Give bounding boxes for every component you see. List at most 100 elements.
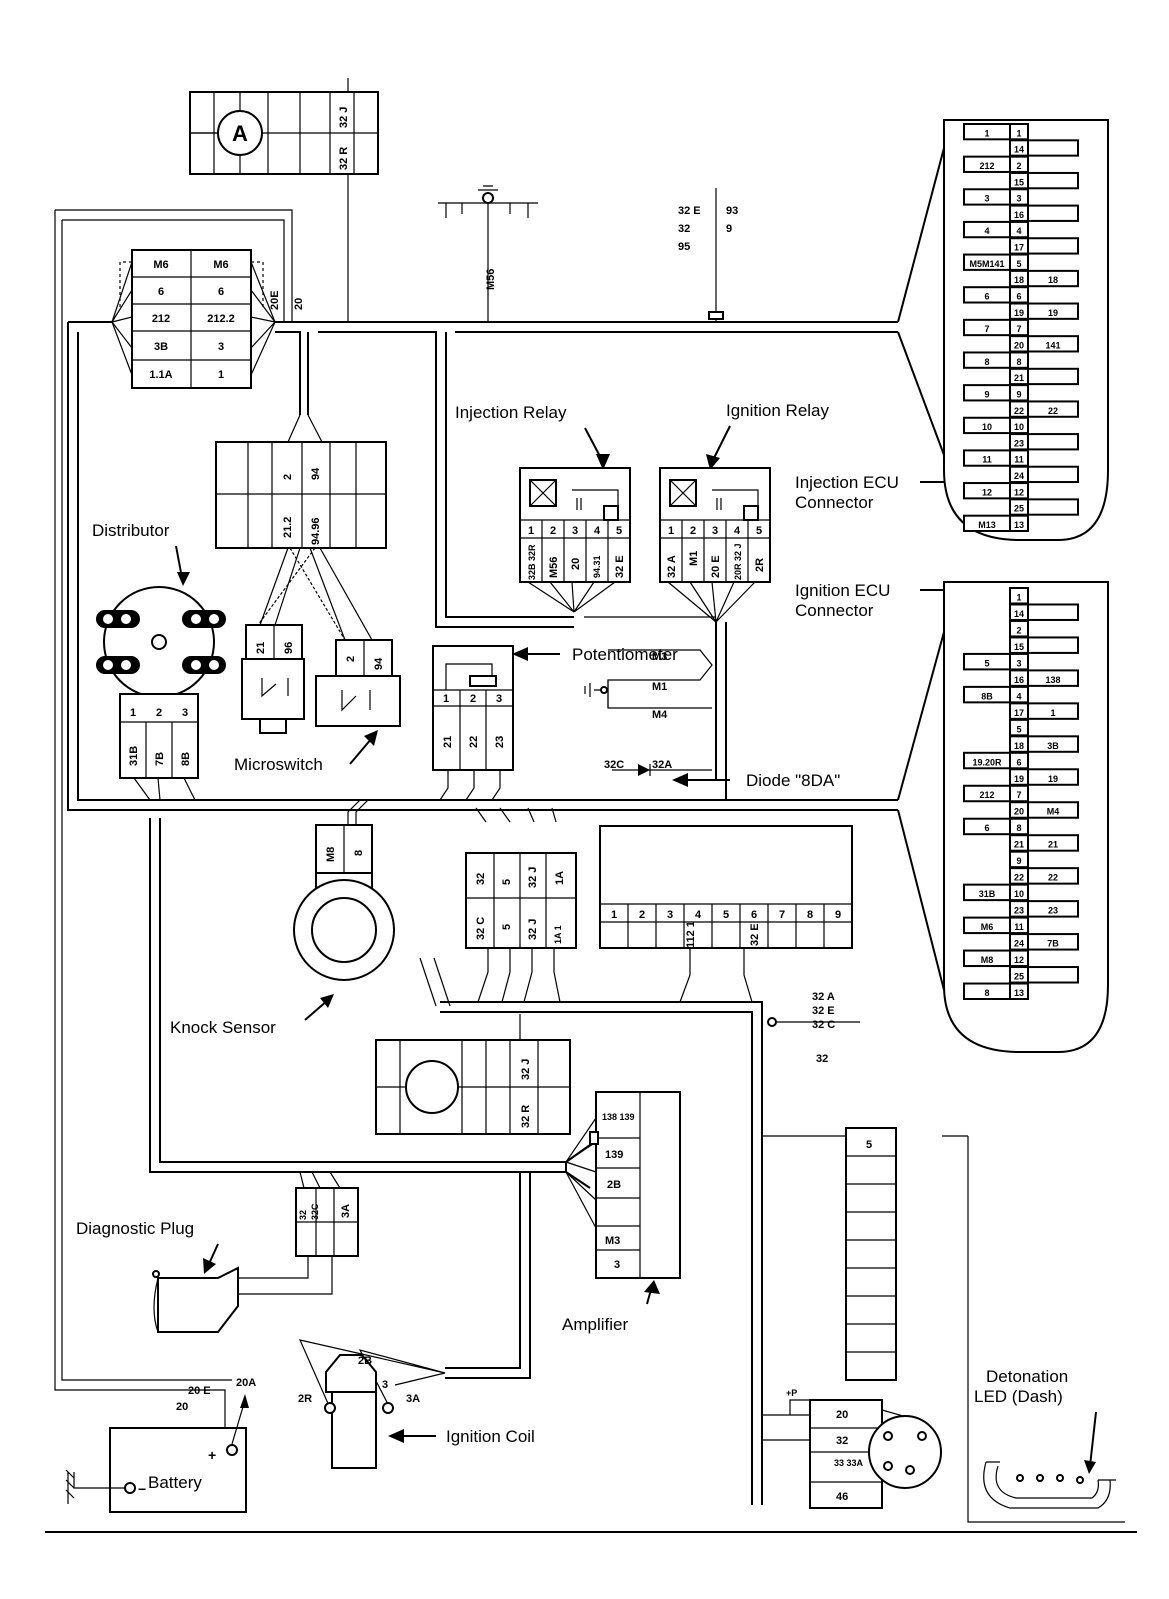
svg-text:+P: +P: [786, 1388, 797, 1398]
svg-text:10: 10: [982, 422, 992, 432]
svg-text:3A: 3A: [406, 1393, 420, 1405]
svg-text:94.96: 94.96: [310, 517, 322, 545]
svg-text:M6: M6: [153, 259, 168, 271]
svg-text:95: 95: [678, 241, 690, 253]
svg-text:8: 8: [984, 988, 989, 998]
svg-text:3B: 3B: [154, 341, 168, 353]
svg-text:1: 1: [443, 693, 449, 705]
svg-text:20 E: 20 E: [188, 1385, 211, 1397]
harness: [45, 147, 1137, 1533]
ground-wires: M3 M1 M4: [652, 651, 668, 721]
injection-relay: 1 2 3 4 5 32B 32R M56 20 94.31 32 E: [519, 467, 631, 583]
svg-text:32: 32: [836, 1435, 848, 1447]
svg-text:6: 6: [984, 292, 989, 302]
svg-text:18: 18: [1048, 275, 1058, 285]
svg-text:9: 9: [1016, 856, 1021, 866]
svg-text:M4: M4: [652, 709, 668, 721]
svg-text:32 J: 32 J: [520, 1059, 532, 1080]
svg-text:13: 13: [1014, 520, 1024, 530]
svg-text:18: 18: [1014, 741, 1024, 751]
injection-ecu-row: 24: [1009, 465, 1079, 484]
svg-text:M6: M6: [981, 922, 994, 932]
svg-text:212: 212: [979, 161, 994, 171]
svg-text:8: 8: [353, 850, 365, 856]
svg-text:32 A: 32 A: [666, 555, 678, 578]
svg-text:24: 24: [1014, 939, 1024, 949]
svg-text:M5M141: M5M141: [969, 259, 1004, 269]
svg-text:2: 2: [470, 693, 476, 705]
svg-text:32 E: 32 E: [812, 1005, 835, 1017]
svg-text:19: 19: [1048, 774, 1058, 784]
pin-label: 4: [695, 909, 702, 921]
label-battery: Battery: [148, 1473, 202, 1492]
pin-label: 5: [723, 909, 729, 921]
svg-text:3: 3: [712, 525, 718, 537]
svg-text:20E: 20E: [269, 290, 281, 310]
svg-text:−: −: [138, 1481, 146, 1497]
svg-text:32: 32: [678, 223, 690, 235]
led-icon: [1076, 1476, 1084, 1484]
svg-text:10: 10: [1014, 889, 1024, 899]
right-strip: 5: [845, 1127, 897, 1381]
svg-text:94: 94: [310, 467, 322, 480]
switch-b: 2 94: [315, 639, 401, 727]
svg-text:20R 32 J: 20R 32 J: [733, 543, 743, 580]
svg-text:32 E: 32 E: [749, 923, 761, 946]
svg-text:3: 3: [614, 1259, 620, 1271]
injection-ecu-row: 23: [1009, 433, 1079, 451]
svg-text:21: 21: [255, 642, 267, 654]
svg-text:12: 12: [1014, 955, 1024, 965]
svg-text:4: 4: [1016, 226, 1021, 236]
svg-text:9: 9: [726, 223, 732, 235]
ignition-ecu-row: 1: [1009, 587, 1029, 605]
injection-ecu-row: 25: [1009, 498, 1079, 516]
svg-text:32: 32: [816, 1053, 828, 1065]
svg-text:8B: 8B: [180, 752, 192, 766]
svg-text:M4: M4: [1047, 807, 1060, 817]
injection-ecu-row: 15: [1009, 171, 1079, 190]
svg-text:3: 3: [1016, 194, 1021, 204]
label-detonation-led: Detonation: [986, 1367, 1068, 1386]
svg-text:8: 8: [984, 357, 989, 367]
svg-text:19: 19: [1014, 774, 1024, 784]
label-injection-ecu: Injection ECU: [795, 473, 899, 492]
svg-text:32 A: 32 A: [812, 991, 835, 1003]
svg-text:1: 1: [1016, 128, 1021, 138]
svg-text:1: 1: [668, 525, 674, 537]
svg-text:25: 25: [1014, 972, 1024, 982]
svg-text:25: 25: [1014, 504, 1024, 514]
svg-text:20A: 20A: [236, 1377, 256, 1389]
svg-text:17: 17: [1014, 243, 1024, 253]
svg-text:11: 11: [1014, 455, 1024, 465]
svg-text:212: 212: [979, 790, 994, 800]
svg-text:138 139: 138 139: [602, 1112, 635, 1122]
svg-text:5: 5: [984, 658, 989, 668]
injection-ecu-row: 16: [1009, 204, 1079, 222]
svg-text:5: 5: [756, 525, 762, 537]
lower-connector: 32 J 32 R: [375, 1039, 571, 1135]
svg-text:M3: M3: [652, 651, 667, 663]
svg-text:+: +: [208, 1447, 216, 1463]
svg-text:21: 21: [442, 736, 454, 748]
svg-text:M1: M1: [652, 681, 667, 693]
svg-text:6: 6: [984, 823, 989, 833]
svg-text:3: 3: [182, 707, 188, 719]
pin-32r: 32 R: [338, 147, 350, 170]
svg-text:Connector: Connector: [795, 601, 874, 620]
connector-mid: 2 94 21.2 94.96: [215, 441, 387, 549]
svg-text:M3: M3: [605, 1235, 620, 1247]
svg-text:1: 1: [130, 707, 136, 719]
svg-text:M1: M1: [688, 551, 700, 566]
